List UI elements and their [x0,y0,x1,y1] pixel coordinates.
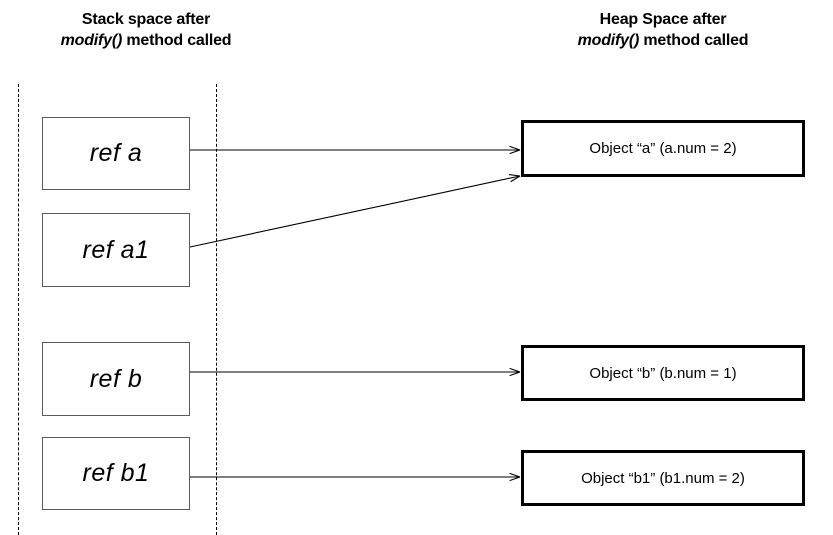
stack-box-label: ref a [89,139,143,167]
stack-box-label: ref b [89,364,143,393]
stack-title-line1: Stack space after [81,11,211,28]
arrowhead-stroke [509,149,521,155]
arrowhead-stroke [510,175,521,183]
heap-title-line1: Heap Space after [599,11,727,28]
heap-box-label: Object “b1” (b1.num = 2) [581,469,745,487]
stack-box-ref-a: ref a [42,117,190,190]
heap-box-object-a: Object “a” (a.num = 2) [521,120,805,177]
heap-title-method-name: modify() [577,32,640,49]
heap-column-title: Heap Space after modify() method called [520,9,806,51]
stack-title-method-name: modify() [60,32,123,49]
heap-title-line2-rest: method called [639,32,749,49]
stack-box-ref-b: ref b [42,342,190,416]
arrowhead-stroke [509,476,521,482]
arrow-ref-a1-to-object [189,174,521,248]
stack-boundary-right-dashed-line [216,84,217,535]
stack-title-line2-rest: method called [122,32,232,49]
heap-box-label: Object “a” (a.num = 2) [589,140,737,157]
stack-column-title: Stack space after modify() method called [18,9,274,51]
arrowhead-stroke [509,174,521,177]
arrow-ref-b1-to-object [190,472,521,482]
stack-boundary-left-dashed-line [18,84,19,535]
heap-box-object-b: Object “b” (b.num = 1) [521,345,805,401]
arrow-ref-a-to-object [190,145,521,155]
arrow-ref-b-to-object [190,367,521,377]
arrowhead-stroke [509,472,521,478]
heap-box-label: Object “b” (b.num = 1) [589,364,737,382]
stack-box-ref-b1: ref b1 [42,437,190,510]
heap-box-object-b1: Object “b1” (b1.num = 2) [521,450,805,506]
arrowhead-stroke [509,145,521,151]
stack-box-ref-a1: ref a1 [42,213,190,287]
arrowhead-stroke [509,367,521,373]
arrowhead-stroke [509,371,521,377]
stack-box-label: ref a1 [82,235,150,264]
stack-box-label: ref b1 [82,459,150,487]
